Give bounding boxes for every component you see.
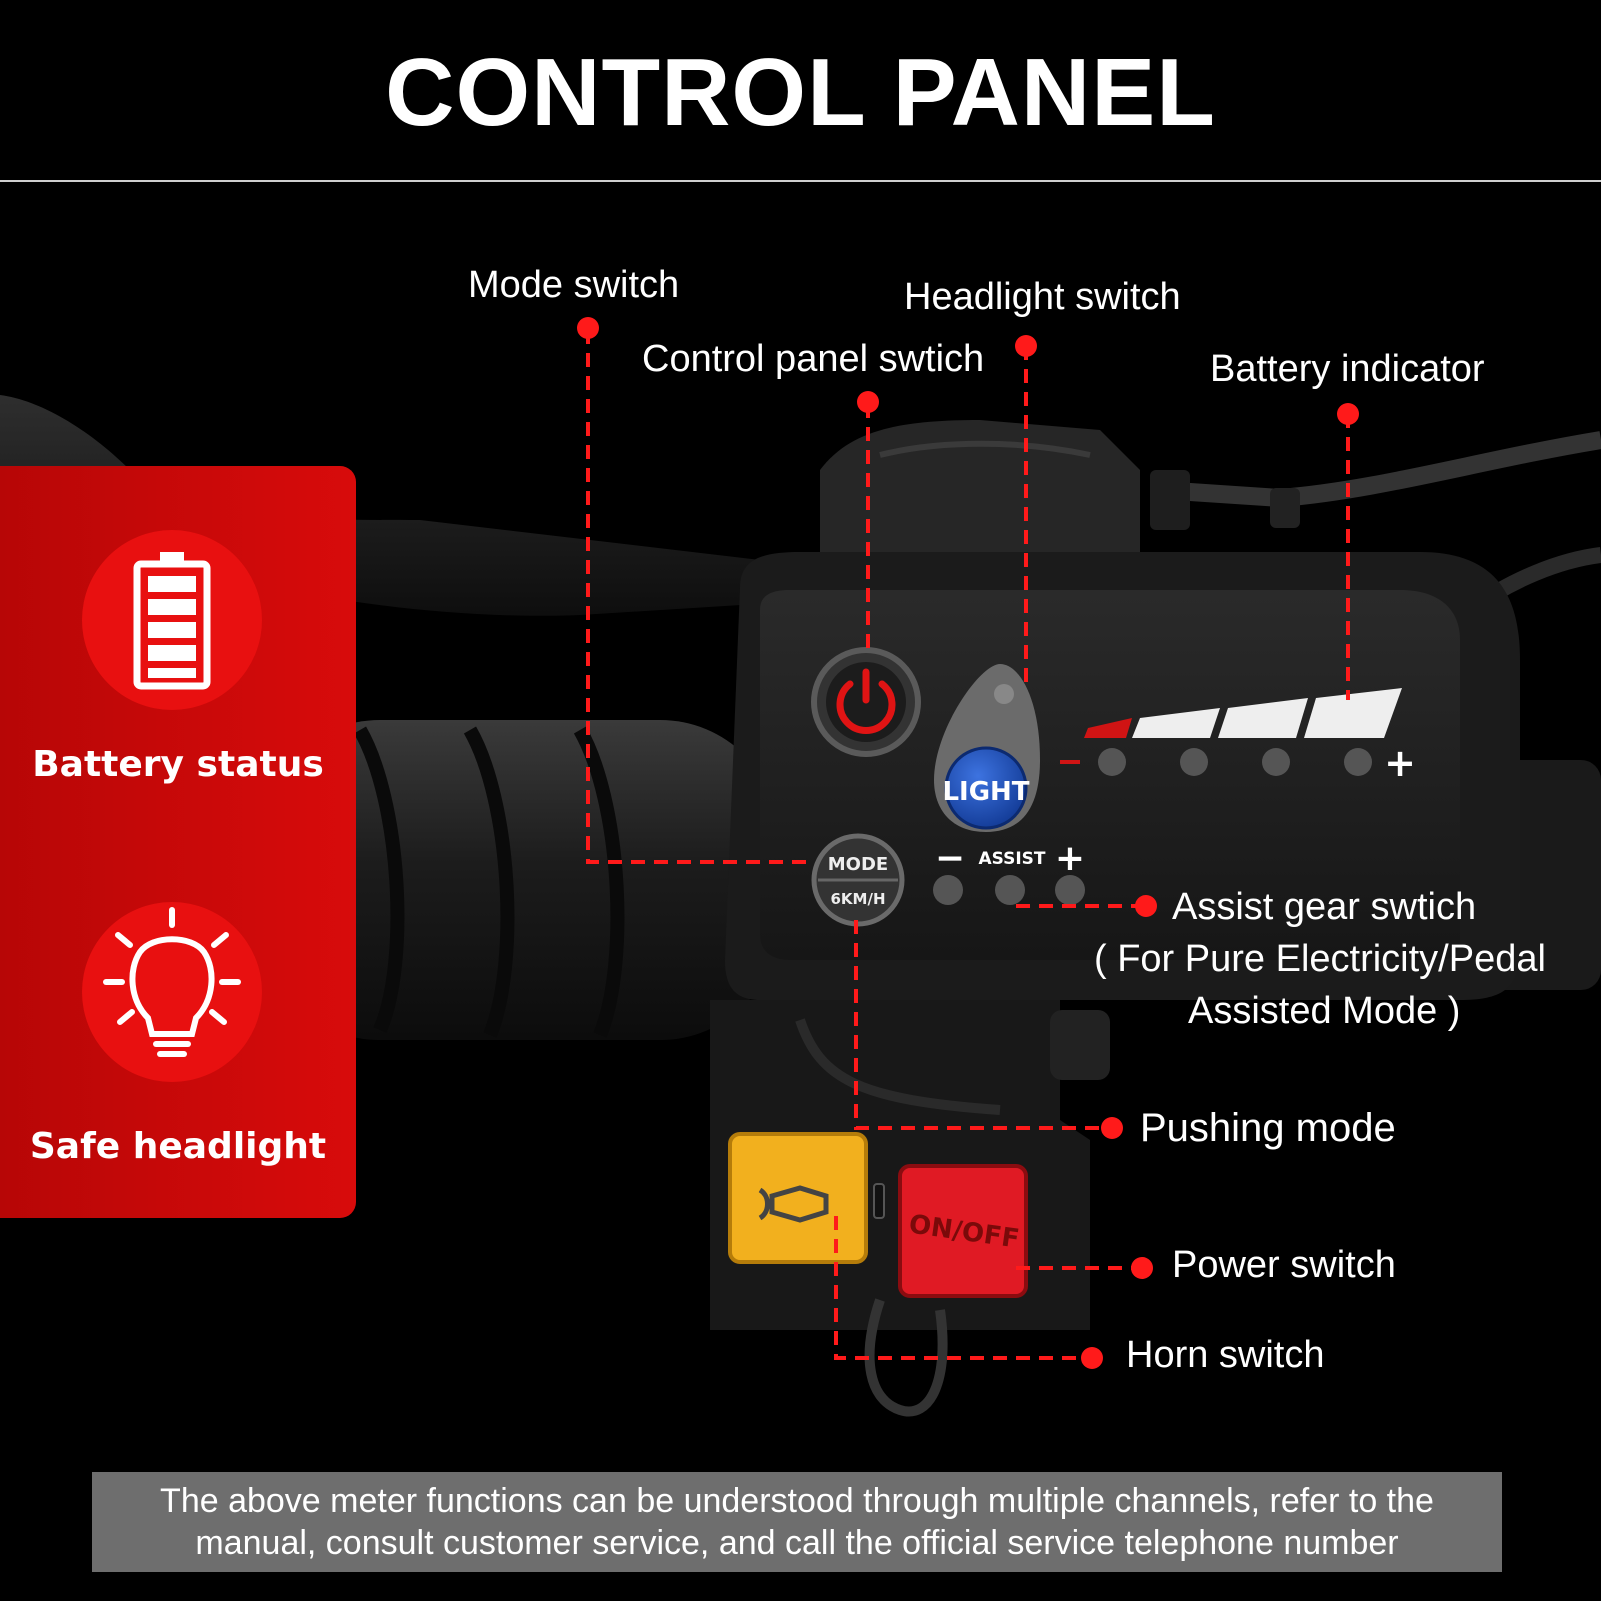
- power-icon: [836, 668, 896, 734]
- callout-lines: [586, 330, 1350, 1360]
- push-speed-text: 6KM/H: [830, 890, 885, 908]
- mode-switch-leader: [586, 330, 812, 864]
- battery-level-bars: [1084, 688, 1402, 738]
- battery-bar-3: [1218, 698, 1308, 738]
- mode-text: MODE: [828, 854, 888, 875]
- battery-leds: +: [1060, 741, 1416, 785]
- headlight-switch-label: Headlight switch: [904, 276, 1181, 318]
- mode-switch-label: Mode switch: [468, 264, 680, 306]
- horn-switch-leader: [834, 1216, 1090, 1360]
- footer-line-1: The above meter functions can be underst…: [160, 1482, 1434, 1520]
- battery-led-1: [1098, 748, 1126, 776]
- features-panel: [0, 466, 356, 1218]
- pushing-mode-leader: [854, 920, 1110, 1130]
- battery-status-label: Battery status: [32, 744, 324, 785]
- battery-indicator-label: Battery indicator: [1210, 348, 1485, 390]
- headlight-indicator-led: [994, 684, 1014, 704]
- headlight-button[interactable]: LIGHT: [934, 664, 1040, 832]
- light-text: LIGHT: [942, 777, 1029, 807]
- safe-headlight-label: Safe headlight: [29, 1126, 327, 1167]
- callout-dots: [577, 317, 1359, 1369]
- safe-headlight-badge: [82, 902, 262, 1082]
- assist-gear-label-line2: ( For Pure Electricity/Pedal: [1094, 938, 1546, 980]
- battery-icon: [133, 552, 211, 690]
- battery-plus-text: +: [1384, 741, 1416, 785]
- assist-plus-text: +: [1055, 838, 1085, 879]
- assist-led-3: [1055, 875, 1085, 905]
- footer-note: The above meter functions can be underst…: [92, 1472, 1502, 1572]
- battery-led-4: [1344, 748, 1372, 776]
- battery-led-2: [1180, 748, 1208, 776]
- assist-text: ASSIST: [978, 849, 1045, 869]
- assist-minus-text: −: [935, 838, 965, 879]
- horn-icon: [758, 1185, 829, 1223]
- lightbulb-icon: [103, 907, 241, 1057]
- battery-bar-1: [1084, 718, 1132, 738]
- horn-button[interactable]: [728, 1132, 868, 1264]
- assist-gear-label-line3: Assisted Mode ): [1188, 990, 1461, 1032]
- battery-bar-4: [1304, 688, 1402, 738]
- power-button[interactable]: ON/OFF: [898, 1164, 1028, 1298]
- battery-bar-2: [1132, 708, 1220, 738]
- battery-status-badge: [82, 530, 262, 710]
- pushing-mode-label: Pushing mode: [1140, 1106, 1396, 1150]
- power-switch-label: Power switch: [1172, 1244, 1396, 1286]
- page-title: CONTROL PANEL: [385, 39, 1216, 146]
- assist-led-2: [995, 875, 1025, 905]
- control-panel-switch-label: Control panel swtich: [642, 338, 985, 380]
- battery-led-3: [1262, 748, 1290, 776]
- control-panel-button[interactable]: [811, 647, 921, 757]
- assist-gear-controls[interactable]: − ASSIST +: [933, 838, 1085, 905]
- title-divider: [0, 180, 1601, 182]
- mode-button[interactable]: MODE 6KM/H: [811, 833, 905, 927]
- assist-gear-label-line1: Assist gear swtich: [1172, 886, 1477, 928]
- horn-switch-label: Horn switch: [1126, 1334, 1325, 1376]
- footer-line-2: manual, consult customer service, and ca…: [195, 1524, 1399, 1562]
- assist-led-1: [933, 875, 963, 905]
